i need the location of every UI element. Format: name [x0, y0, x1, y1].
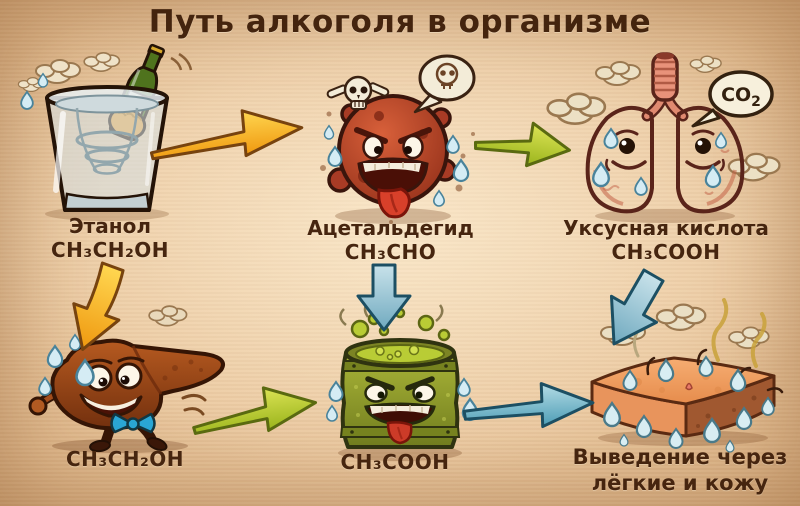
- lung-faces: [605, 129, 725, 172]
- acetic-acid-name: Уксусная кислота: [563, 216, 769, 240]
- shot-glass-icon: [45, 85, 169, 212]
- ethanol-formula: CH₃CH₂OH: [50, 238, 170, 263]
- arrow-acetaldehyde-to-acetic-acid: [473, 121, 571, 168]
- acetaldehyde-labels: Ацетальдегид CH₃CHO: [288, 216, 493, 265]
- bow-tie-icon: [110, 412, 156, 434]
- excretion-line-1: Выведение через: [572, 445, 788, 469]
- acetaldehyde-monster-illustration: [320, 54, 476, 224]
- debris-dots: [320, 111, 475, 224]
- svg-text:CO2: CO2: [721, 84, 761, 110]
- angry-face: [354, 127, 432, 219]
- liver-illustration: [28, 305, 225, 453]
- skin-illustration: [590, 298, 784, 453]
- excretion-labels: Выведение через лёгкие и кожу: [565, 445, 795, 496]
- acetaldehyde-name: Ацетальдегид: [307, 216, 474, 240]
- co2-subscript: 2: [751, 94, 761, 110]
- acid-barrel-illustration: [325, 302, 479, 461]
- page-title: Путь алкоголя в организме: [148, 4, 652, 40]
- ethanol-glass-illustration: [17, 43, 193, 221]
- skin-bump: [685, 382, 693, 391]
- motion-lines: [170, 52, 193, 71]
- barrel-body: [339, 338, 461, 449]
- lungs-illustration: CO2: [546, 52, 781, 223]
- ethanol-labels: Этанол CH₃CH₂OH: [5, 214, 215, 263]
- barrel-label: CH₃COOH: [305, 450, 485, 474]
- arrow-acetic-acid-to-excretion: [609, 268, 665, 346]
- liver-label: CH₃CH₂OH: [15, 447, 235, 471]
- co2-speech-bubble: CO2: [691, 70, 774, 128]
- arrow-liver-to-barrel: [192, 386, 318, 435]
- lung-lobes: [585, 106, 745, 214]
- whirlpool-swirl: [75, 107, 139, 175]
- acetic-acid-labels: Уксусная кислота CH₃COOH: [552, 216, 780, 265]
- odor-wisps: [711, 298, 767, 368]
- acetic-acid-formula: CH₃COOH: [611, 240, 721, 265]
- co2-text: CO: [721, 84, 751, 106]
- motion-swirls: [181, 393, 207, 416]
- trachea: [641, 52, 689, 122]
- acetaldehyde-formula: CH₃CHO: [344, 240, 437, 265]
- skin-block: [590, 356, 776, 438]
- barrel-formula: CH₃COOH: [340, 450, 450, 474]
- arrow-barrel-to-excretion: [462, 382, 595, 429]
- liver-formula: CH₃CH₂OH: [65, 447, 185, 471]
- skull-speech-bubble: [413, 54, 476, 114]
- barrel-face: [364, 376, 436, 445]
- puff-cloud: [148, 305, 188, 327]
- ethanol-name: Этанол: [69, 214, 151, 238]
- arrow-acetaldehyde-to-barrel: [356, 263, 412, 332]
- arrow-ethanol-to-acetaldehyde: [149, 109, 304, 161]
- excretion-line-2: лёгкие и кожу: [591, 470, 769, 495]
- arrow-ethanol-to-liver: [72, 261, 125, 351]
- skull-icon: [326, 75, 390, 110]
